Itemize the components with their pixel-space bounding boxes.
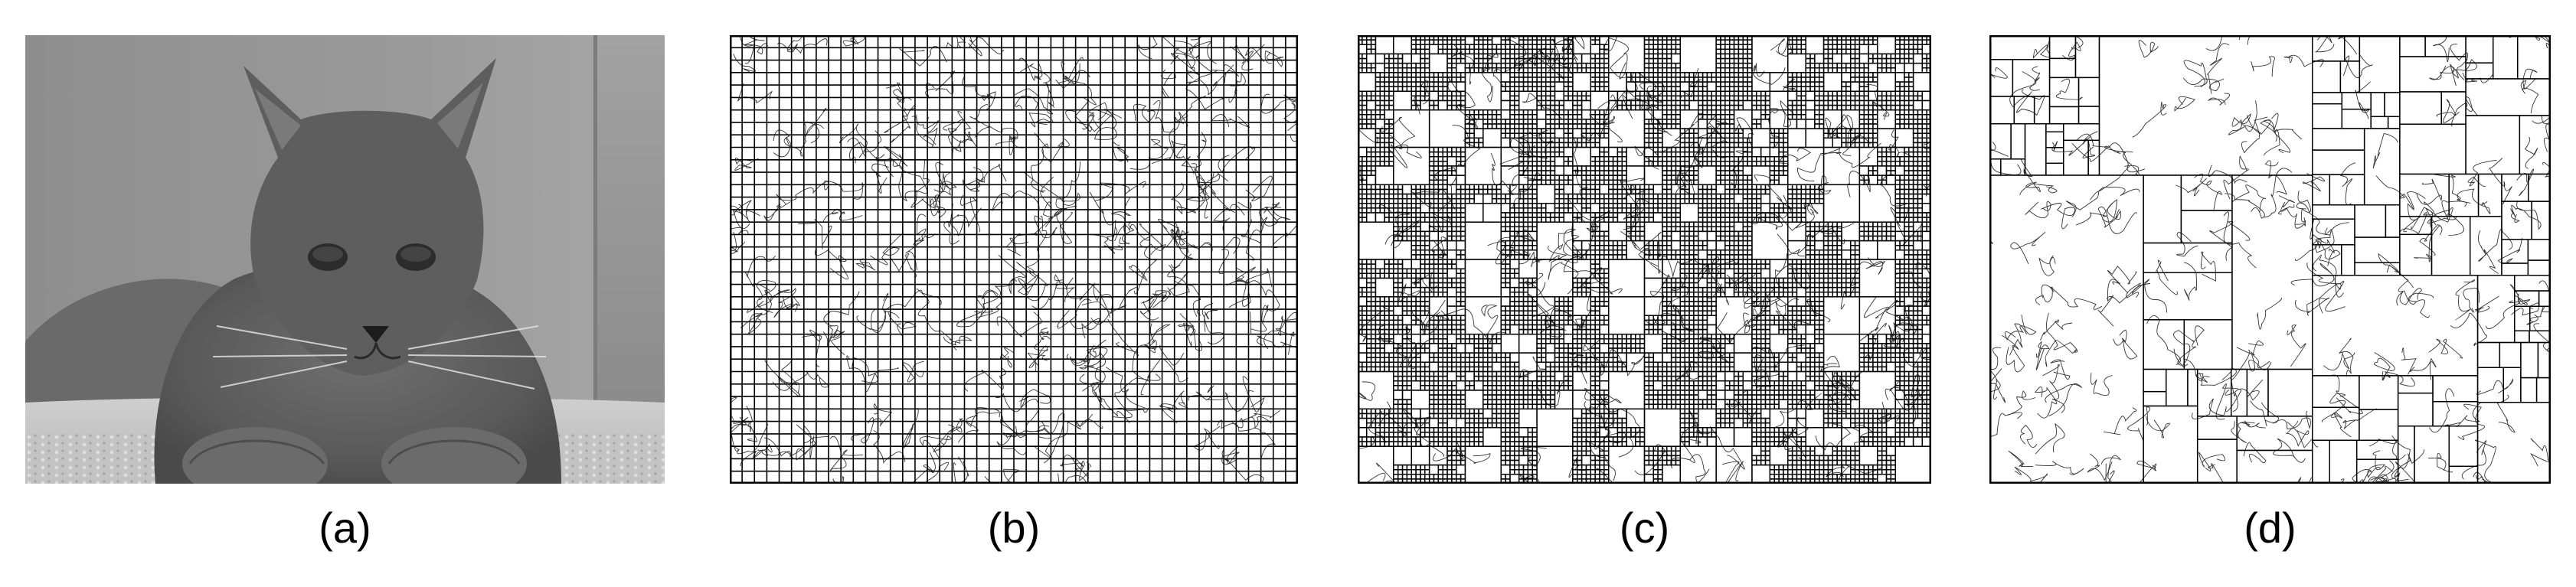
- panel-d: (d): [1989, 0, 2551, 587]
- uniform-grid: [730, 35, 1298, 484]
- panel-c-label: (c): [1619, 504, 1670, 552]
- adaptive-grid-d: [1989, 35, 2551, 484]
- cat-photo: [25, 35, 665, 484]
- panel-d-label: (d): [2244, 504, 2296, 552]
- panel-c: (c): [1358, 0, 1931, 587]
- panel-a-label: (a): [319, 504, 371, 552]
- panel-b-label: (b): [987, 504, 1041, 552]
- panel-a: (a): [25, 0, 665, 587]
- panel-b: (b): [730, 0, 1298, 587]
- adaptive-grid-c: [1358, 35, 1931, 484]
